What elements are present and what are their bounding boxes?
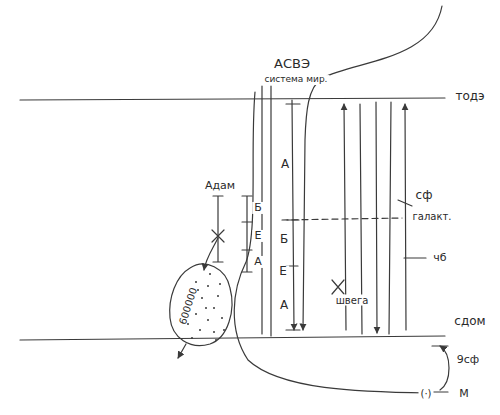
sketch-label: система мир. — [263, 75, 330, 85]
sketch-label: чб — [431, 252, 448, 264]
sketch-label: сф — [414, 189, 435, 202]
sketch-label: Б — [278, 233, 290, 246]
sketch-label: галакт. — [411, 211, 454, 222]
sketch-label: А — [252, 256, 264, 268]
dotted-blob: 600000 — [172, 268, 228, 344]
sketch-label: Адам — [203, 180, 237, 192]
sketch-label: Б — [252, 202, 264, 214]
blob-number: 600000 — [177, 286, 199, 326]
sketch-label: швега — [334, 295, 371, 306]
sketch-label: А — [278, 299, 290, 312]
sketch-label: АСВЭ — [272, 57, 312, 71]
sketch-label: М — [457, 388, 471, 400]
sketch-label: А — [279, 158, 291, 171]
sketch-label: тодэ — [453, 90, 486, 103]
sketch-label: 9сф — [455, 354, 481, 366]
sketch-label: Е — [277, 265, 289, 278]
sketch-label: (·) — [419, 388, 434, 399]
sketch-label: сдом — [452, 315, 487, 328]
sketch-label: Е — [253, 230, 264, 242]
